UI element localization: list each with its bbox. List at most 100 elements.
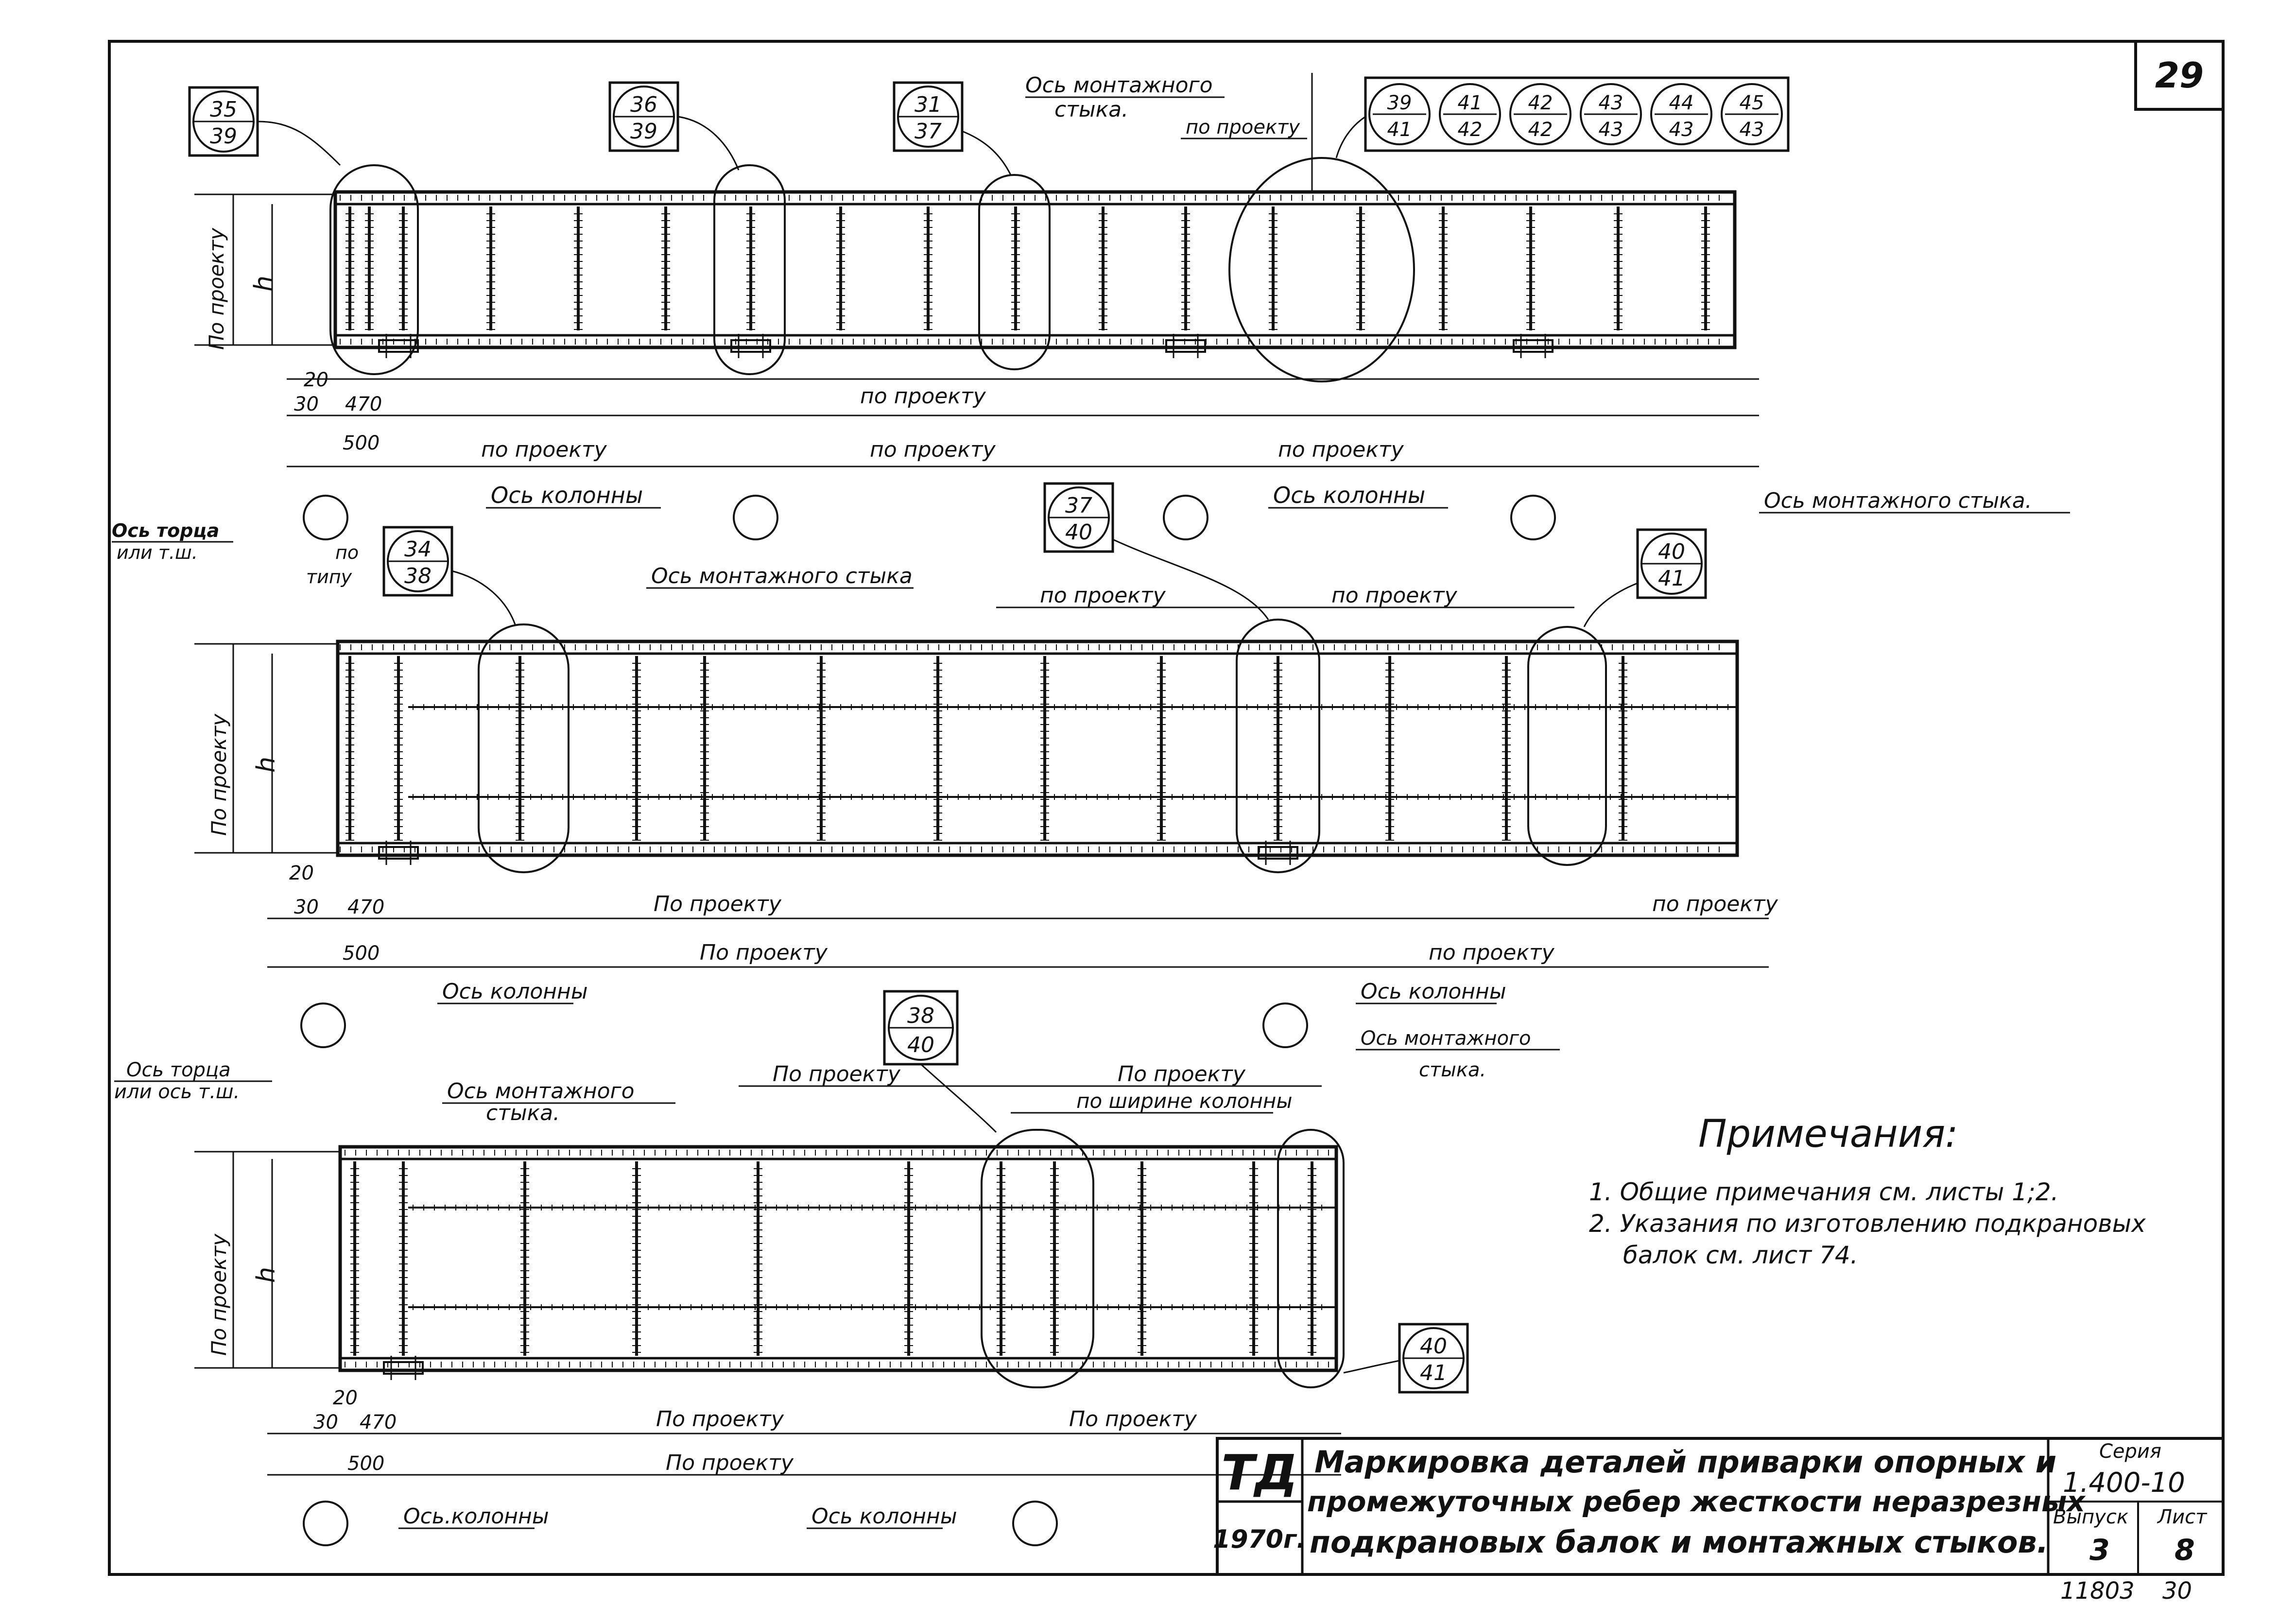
issue-label: Выпуск [2053,1506,2128,1528]
beam-2-stiffener [1502,656,1511,841]
beam-1-top-weld [340,195,1720,201]
svg-text:39: 39 [210,124,237,149]
beam-2-po-proektu-top-2: по проекту [1331,583,1458,608]
beam-2-dim-30: 30 [294,896,319,918]
beam-3-height-label: По проекту [207,1233,231,1356]
beam-2-stiffener [516,656,524,841]
sheet-number-box [2134,40,2225,111]
beam-2-stiffener [1274,656,1282,841]
beam-3-os-kolonny-1: Ось.колонны [403,1504,549,1529]
beam-1-po-proektu-top: по проекту [1186,116,1300,138]
detail-ellipses [329,157,1607,1388]
beam-3-dim-30: 30 [313,1411,338,1434]
beam-1-stiffener [1701,207,1710,330]
beam-1-dim-30: 30 [294,393,319,415]
callout-group-top: 43 [1599,92,1623,114]
beam-3 [338,1145,1338,1372]
leader-lines [257,116,1638,1374]
beam-2-bottom-weld [340,847,1720,852]
callout-group-bottom: 43 [1740,119,1764,141]
beam-2 [336,639,1739,857]
beam-3-dim-500: 500 [347,1452,384,1475]
beam-3-stiffener [1138,1161,1146,1356]
beam-1-stiffener [1269,207,1277,330]
beam-2-stiffener [1385,656,1394,841]
beam-1-stiffener [746,207,755,330]
notes-item-2-line-2: балок см. лист 74. [1623,1241,1858,1269]
beam-3-outline [338,1145,1338,1372]
beam-3-os-montazh-l1: Ось монтажного [447,1079,635,1104]
beam-1-column-mark-3 [1163,495,1208,540]
beam-2-mid-weld-2 [413,794,1728,800]
beam-3-po-proektu-top-2: По проекту [1118,1062,1246,1087]
drawing-frame [108,40,2225,1576]
beam-2-mid-weld-1 [413,704,1728,710]
beam-1-os-montazh-l2: стыка. [1054,97,1128,122]
beam-2-stiffener [394,656,403,841]
beam-1-h-label: h [249,276,278,292]
beam-3-stiffener [1249,1161,1258,1356]
beam-1-stiffener [1011,207,1020,330]
svg-text:31: 31 [915,92,942,117]
beam-1-os-montazh-l1: Ось монтажного [1025,73,1213,98]
beam-1-stiffener [345,207,354,330]
callout-group-top: 42 [1528,92,1553,114]
beam-3-bottom-weld [345,1362,1329,1367]
callout-group-top: 39 [1387,92,1412,114]
beam-1-bearing-plate [378,334,419,358]
beam-1-bearing-plate [1513,334,1554,358]
svg-text:35: 35 [210,97,237,122]
beam-2-os-torca-l1: Ось торца [112,520,219,541]
beam-1 [333,190,1737,349]
beam-1-stiffener [836,207,845,330]
beam-2-po-proektu-1: По проекту [654,892,782,916]
beam-1-os-kolonny-2: Ось колонны [1273,482,1425,508]
beam-1-bottom-weld [340,339,1720,345]
beam-2-stiffener [1619,656,1627,841]
beam-details [340,195,1728,1380]
beam-3-stiffener [1308,1161,1316,1356]
series-label: Серия [2099,1440,2161,1463]
callout-37-40: 37 40 [1043,482,1114,553]
beam-3-stiffener [632,1161,641,1356]
beam-1-po-proektu-4: по проекту [1278,437,1404,462]
beam-3-po-proektu-2: По проекту [1069,1407,1197,1432]
svg-text:40: 40 [1065,520,1092,545]
beam-2-stiffener [345,656,354,841]
beam-1-stiffener [661,207,670,330]
beam-2-os-kolonny-2: Ось колонны [1361,979,1506,1004]
svg-text:34: 34 [404,537,432,562]
stamp-year: 1970г. [1213,1525,1306,1554]
beam-3-po-proektu-3: По проекту [666,1451,794,1475]
beam-3-po-shirine: по ширине колонны [1076,1089,1293,1113]
beam-1-os-kolonny-1: Ось колонны [491,482,643,508]
svg-text:41: 41 [1420,1361,1447,1385]
callout-group-top: 41 [1458,92,1483,114]
notes: Примечания: 1. Общие примечания см. лист… [1589,1112,2146,1269]
svg-text:39: 39 [630,119,657,144]
beam-1-dim-500: 500 [343,432,380,454]
svg-text:40: 40 [1658,539,1685,564]
beam-1-os-montazh-right: Ось монтажного стыка. [1764,488,2032,513]
beam-1-column-mark-2 [733,495,778,540]
beam-3-os-montazh-l2: стыка. [486,1101,560,1125]
svg-text:40: 40 [1420,1334,1447,1359]
beam-1-outline [333,190,1737,349]
beam-1-stiffener [399,207,408,330]
beam-2-dim-20: 20 [289,862,314,884]
beam-2-stiffener [632,656,641,841]
beam-1-dimensions: По проекту h 20 30 470 500 по проекту по… [194,73,2070,540]
beam-3-mid-weld-1 [413,1205,1322,1210]
title-line-1: Маркировка деталей приварки опорных и [1314,1444,2056,1480]
sheet-label: Лист [2157,1506,2208,1528]
beam-3-bearing-plate [383,1356,424,1380]
beam-2-stiffener [933,656,942,841]
beam-2-stiffener [700,656,709,841]
notes-item-2-line-1: 2. Указания по изготовлению подкрановых [1589,1210,2146,1238]
beam-3-top-weld [345,1150,1329,1156]
callout-34-38: 34 38 [382,526,453,597]
